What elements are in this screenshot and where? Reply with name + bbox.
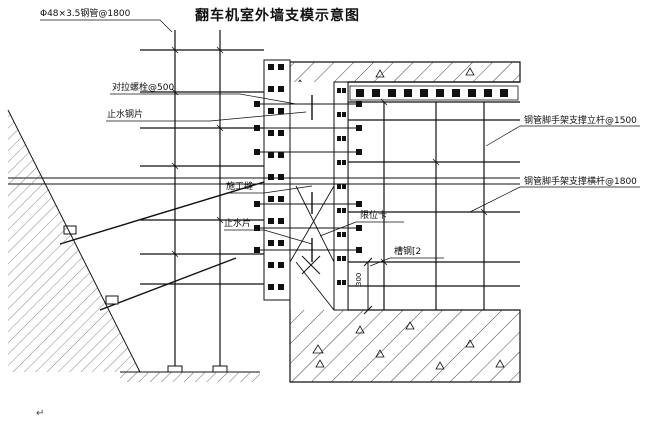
wall-formwork-blocks	[268, 64, 346, 290]
paragraph-return-mark: ↵	[36, 408, 45, 419]
label-construction-joint: 施工缝	[226, 182, 254, 192]
label-water-stop-plate-2: 止水片	[224, 219, 252, 229]
label-water-stop-plate: 止水钢片	[107, 110, 144, 120]
base-plates	[167, 365, 228, 373]
wall-diagonals	[289, 185, 335, 311]
diagram-title: 翻车机室外墙支模示意图	[195, 8, 360, 24]
label-channel-steel-text: 槽钢	[394, 247, 413, 257]
tie-bolts	[258, 103, 360, 251]
label-stopper: 限位卡	[360, 211, 388, 221]
ground-horizontal-band	[8, 177, 520, 185]
inner-scaffold-grid	[348, 81, 520, 310]
wall-faces	[289, 62, 335, 310]
diagonal-braces	[59, 181, 265, 311]
label-dim-300: 300	[355, 272, 363, 286]
leader-lines	[40, 19, 640, 267]
label-pole-horizontal: 钢管脚手架支撑横杆@1800	[524, 177, 637, 187]
label-pole-upright: 钢管脚手架支撑立杆@1500	[524, 116, 637, 126]
label-channel-steel: 槽钢[2	[394, 247, 421, 258]
top-formwork-blocks	[356, 89, 508, 97]
embankment-slope	[7, 109, 260, 382]
channel-steel-mark	[360, 257, 376, 315]
outer-scaffold-horizontals	[140, 49, 264, 285]
outer-scaffold-uprights	[174, 30, 221, 372]
label-channel-steel-no: [2	[412, 247, 422, 257]
label-tie-bolt: 对拉螺栓@500	[112, 83, 175, 93]
stopper-cross	[301, 255, 321, 275]
label-pipe-spec: Φ48×3.5钢管@1800	[40, 9, 131, 19]
